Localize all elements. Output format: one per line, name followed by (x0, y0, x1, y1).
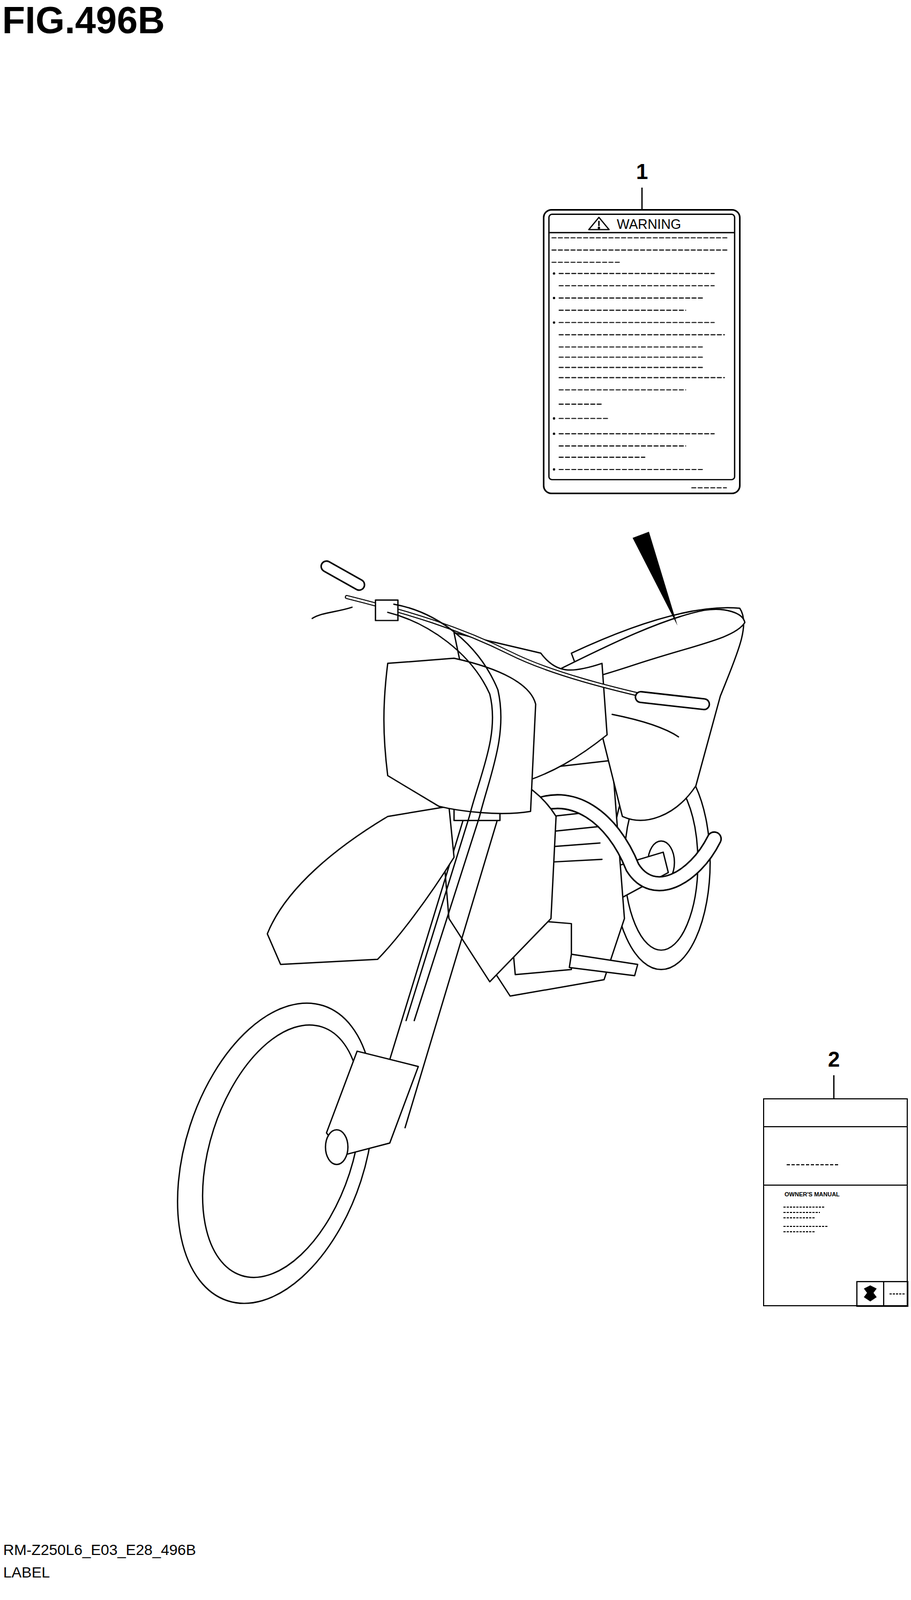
warning-text-lines (551, 237, 728, 488)
warning-dot (598, 227, 600, 229)
warning-text-lines (558, 432, 714, 435)
manual-details (783, 1206, 828, 1232)
manual-details (856, 1281, 908, 1306)
leader-line (641, 187, 644, 209)
warning-text-lines (558, 334, 724, 336)
location-pointer (632, 531, 678, 626)
figure-code: RM-Z250L6_E03_E28_496B (3, 1540, 197, 1559)
front-tire (142, 977, 409, 1329)
manual-details (783, 1216, 815, 1219)
warning-bullets (553, 320, 556, 324)
warning-bullets (553, 272, 556, 471)
clutch-perch (375, 600, 399, 621)
warning-label: WARNING (542, 208, 741, 495)
footpeg (569, 953, 638, 976)
warning-bullets (553, 416, 556, 420)
warning-text-lines (558, 456, 645, 458)
figure-title: FIG.496B (2, 1, 165, 41)
callout-number: 1 (636, 158, 648, 185)
cable (393, 603, 502, 1021)
warning-text-lines (558, 417, 608, 420)
warning-text-lines (551, 261, 620, 263)
warning-bullets (553, 272, 556, 275)
front-fender (267, 805, 454, 965)
label-heading: OWNER'S MANUAL (784, 1190, 840, 1198)
manual-details (783, 1211, 820, 1213)
warning-triangle (588, 217, 610, 230)
cable (387, 611, 494, 1021)
figure-caption: LABEL (3, 1563, 50, 1582)
owners-manual: OWNER'S MANUAL (763, 1098, 908, 1306)
left-grip-outline (326, 566, 360, 585)
manual-details (889, 1293, 905, 1295)
warning-header-line (548, 232, 735, 234)
warning-text-lines (558, 377, 724, 379)
leader-line (833, 1074, 835, 1099)
warning-mark (598, 221, 600, 226)
warning-bullets (553, 468, 556, 472)
manual-details (763, 1184, 908, 1186)
handlebar (346, 596, 663, 700)
label-heading: WARNING (616, 215, 682, 233)
warning-bullets (553, 296, 556, 300)
warning-text-lines (558, 366, 704, 368)
warning-text-lines (558, 297, 704, 299)
manual-details (786, 1163, 839, 1166)
levers (312, 607, 679, 737)
warning-text-lines (558, 346, 704, 348)
warning-text-lines (551, 249, 728, 251)
warning-text-lines (558, 285, 714, 287)
right-grip-outline (640, 696, 705, 704)
warning-text-lines (691, 487, 727, 489)
right-grip (640, 696, 705, 704)
manual-details (783, 1206, 826, 1208)
warning-text-lines (558, 309, 686, 311)
number-plate (383, 658, 536, 814)
warning-text-lines (558, 322, 714, 324)
callout-number: 2 (827, 1046, 840, 1072)
warning-text-lines (558, 272, 714, 274)
warning-text-lines (558, 403, 602, 405)
manual-details (783, 1225, 828, 1227)
manual-details (863, 1285, 877, 1302)
warning-text-lines (558, 356, 704, 358)
warning-text-lines (558, 468, 704, 470)
warning-text-lines (558, 445, 686, 447)
manual-details (763, 1125, 908, 1127)
warning-text-lines (551, 237, 728, 239)
motorcycle-drawing (142, 214, 745, 1329)
manual-details (883, 1281, 885, 1306)
front-hub (325, 1129, 348, 1165)
handlebar-outline (346, 596, 663, 700)
manual-details (783, 1230, 815, 1232)
warning-bullets (553, 432, 556, 436)
left-grip (326, 566, 360, 585)
manual-details (763, 1126, 908, 1306)
warning-inner-border (548, 214, 735, 480)
warning-text-lines (558, 389, 686, 391)
